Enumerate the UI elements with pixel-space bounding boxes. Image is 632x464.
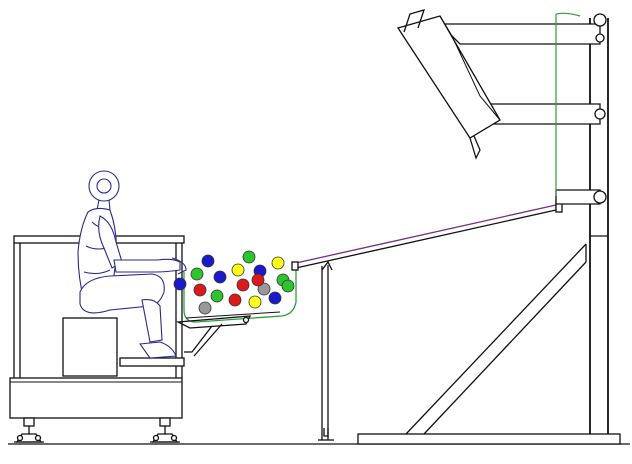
colored-part-ball bbox=[228, 293, 242, 307]
conveyor-leg bbox=[318, 260, 334, 441]
lower-arm bbox=[555, 189, 607, 205]
colored-part-ball bbox=[231, 263, 245, 277]
vision-camera-housing bbox=[396, 9, 501, 160]
leveling-foot-left bbox=[14, 417, 44, 443]
colored-part-ball bbox=[193, 283, 207, 297]
seated-operator-figure bbox=[77, 170, 187, 359]
colored-part-ball bbox=[190, 267, 204, 281]
colored-part-ball bbox=[281, 279, 295, 293]
leveling-foot-right bbox=[150, 417, 180, 443]
colored-part-ball bbox=[248, 295, 262, 309]
signal-wire bbox=[555, 12, 581, 196]
colored-part-ball bbox=[257, 282, 271, 296]
upper-arm bbox=[438, 13, 607, 45]
conveyor-belt-top bbox=[295, 204, 557, 264]
colored-part-ball bbox=[236, 278, 250, 292]
colored-part-ball bbox=[173, 277, 187, 291]
colored-part-ball bbox=[210, 289, 224, 303]
colored-part-ball bbox=[198, 301, 212, 315]
colored-part-ball bbox=[268, 291, 282, 305]
colored-part-ball bbox=[251, 273, 265, 287]
tray-wire bbox=[183, 268, 297, 323]
gantry-frame bbox=[357, 18, 621, 445]
parts-tray bbox=[175, 268, 297, 357]
colored-part-ball bbox=[213, 270, 227, 284]
colored-part-ball bbox=[242, 250, 256, 264]
inclined-conveyor bbox=[291, 199, 563, 271]
colored-part-ball bbox=[201, 254, 215, 268]
colored-parts-pile bbox=[173, 250, 295, 315]
colored-part-ball bbox=[271, 256, 285, 270]
